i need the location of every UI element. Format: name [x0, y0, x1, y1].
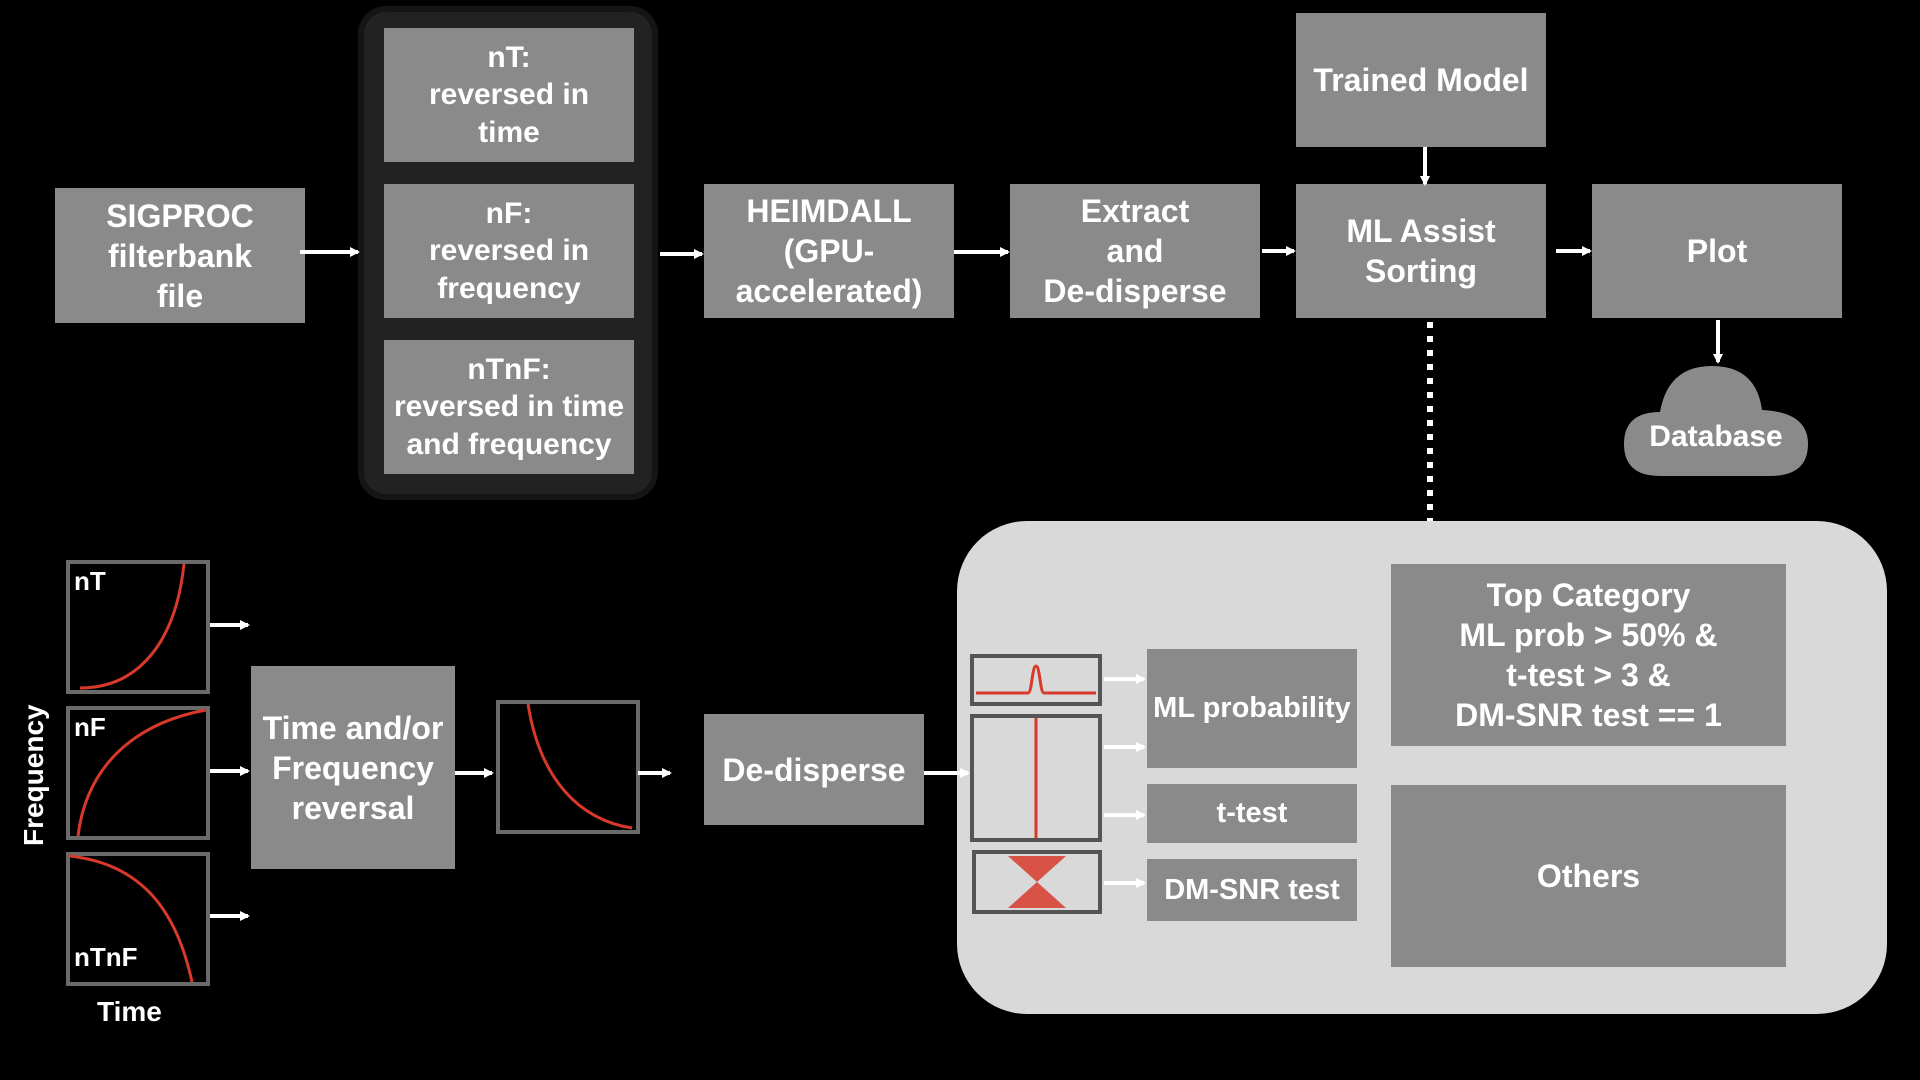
x-axis-label: Time [97, 996, 162, 1027]
pulse-profile-curve [976, 664, 1096, 695]
y-axis-label: Frequency [18, 704, 49, 846]
database-cloud-icon [1624, 366, 1808, 476]
dispersed-plot-frame [496, 700, 640, 834]
dispersed-plot-curve [526, 703, 633, 830]
variant-ntnf-box: nTnF: reversed in time and frequency [384, 340, 634, 474]
plot-nt-curve [79, 563, 186, 690]
pulse-profile-frame [970, 654, 1102, 706]
time-frequency-reversal-box: Time and/or Frequency reversal [251, 666, 455, 869]
others-box: Others [1391, 785, 1786, 967]
dm-snr-test-box: DM-SNR test [1147, 859, 1357, 921]
plot-label-nt: nT [74, 566, 106, 596]
plot-box: Plot [1592, 184, 1842, 318]
ml-assist-sorting-box: ML Assist Sorting [1296, 184, 1546, 318]
plot-ntnf-curve [69, 854, 194, 983]
variant-nt-box: nT: reversed in time [384, 28, 634, 162]
plot-label-ntnf: nTnF [74, 942, 138, 972]
trained-model-box: Trained Model [1296, 13, 1546, 147]
heimdall-box: HEIMDALL (GPU- accelerated) [704, 184, 954, 318]
plot-label-nf: nF [74, 712, 106, 742]
variant-nf-box: nF: reversed in frequency [384, 184, 634, 318]
extract-dedisperse-box: Extract and De-disperse [1010, 184, 1260, 318]
ml-probability-box: ML probability [1147, 649, 1357, 768]
top-category-box: Top Category ML prob > 50% & t-test > 3 … [1391, 564, 1786, 746]
plot-ntnf-frame [66, 852, 210, 986]
dm-snr-shape [1008, 856, 1066, 908]
t-test-box: t-test [1147, 784, 1357, 843]
dedisperse-box: De-disperse [704, 714, 924, 825]
plot-nf-curve [76, 708, 207, 837]
sigproc-filterbank-box: SIGPROC filterbank file [55, 188, 305, 323]
database-label: Database [1649, 420, 1783, 453]
plot-nt-frame [66, 560, 210, 694]
plot-nf-frame [66, 706, 210, 840]
